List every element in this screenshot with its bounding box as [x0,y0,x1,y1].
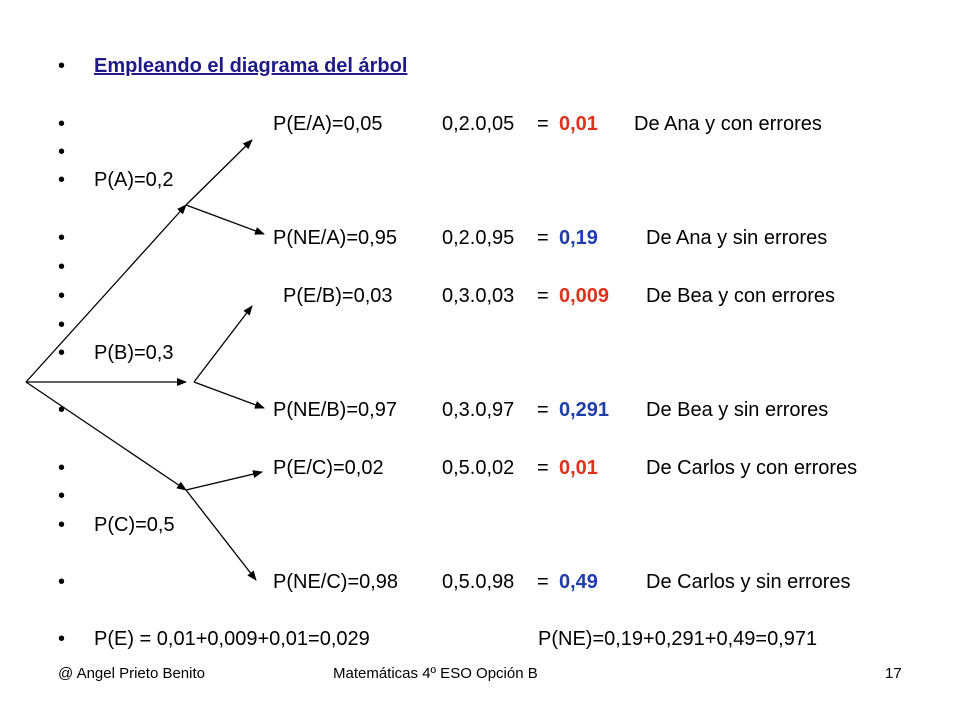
product-calculation: 0,5.0,02 [442,457,515,479]
bullet: • [58,342,66,364]
equals-sign: = [537,457,549,479]
total-probability-error: P(E) = 0,01+0,009+0,01=0,029 [94,628,370,650]
conditional-probability: P(NE/A)=0,95 [273,227,397,249]
bullet: • [58,571,66,593]
tree-line-e-c [185,470,263,491]
bullet: • [58,399,66,421]
bullet: • [58,485,66,507]
tree-line-ne-a [185,204,265,235]
branch-label-c: P(C)=0,5 [94,514,175,536]
result-value: 0,009 [559,285,610,307]
tree-line-ne-b [193,381,265,409]
tree-line-e-b [193,305,253,383]
equals-sign: = [537,571,549,593]
result-value: 0,291 [559,399,610,421]
outcome-description: De Ana y sin errores [646,227,828,249]
equals-sign: = [537,399,549,421]
bullet: • [58,141,66,163]
result-value: 0,01 [559,113,598,135]
equals-sign: = [537,227,549,249]
footer-author: @ Angel Prieto Benito [58,665,205,682]
conditional-probability: P(E/B)=0,03 [283,285,393,307]
tree-line-e-a [185,139,253,206]
product-calculation: 0,2.0,95 [442,227,515,249]
product-calculation: 0,3.0,03 [442,285,515,307]
equals-sign: = [537,113,549,135]
footer-course: Matemáticas 4º ESO Opción B [333,665,538,682]
bullet: • [58,314,66,336]
result-value: 0,49 [559,571,598,593]
bullet: • [58,285,66,307]
outcome-description: De Ana y con errores [634,113,822,135]
tree-branch-c-line [25,381,187,491]
product-calculation: 0,5.0,98 [442,571,515,593]
conditional-probability: P(E/A)=0,05 [273,113,383,135]
result-value: 0,19 [559,227,598,249]
bullet: • [58,457,66,479]
branch-label-b: P(B)=0,3 [94,342,174,364]
outcome-description: De Bea y con errores [646,285,835,307]
conditional-probability: P(E/C)=0,02 [273,457,384,479]
tree-line-ne-c [185,489,257,581]
outcome-description: De Carlos y con errores [646,457,858,479]
total-probability-no-error: P(NE)=0,19+0,291+0,49=0,971 [538,628,818,650]
conditional-probability: P(NE/C)=0,98 [273,571,399,593]
branch-label-a: P(A)=0,2 [94,169,174,191]
equals-sign: = [537,285,549,307]
conditional-probability: P(NE/B)=0,97 [273,399,397,421]
footer-page-number: 17 [885,665,902,682]
product-calculation: 0,3.0,97 [442,399,515,421]
bullet: • [58,113,66,135]
slide-title: Empleando el diagrama del árbol [94,55,408,77]
bullet: • [58,256,66,278]
outcome-description: De Carlos y sin errores [646,571,851,593]
bullet: • [58,169,66,191]
bullet: • [58,514,66,536]
bullet: • [58,227,66,249]
bullet: • [58,628,66,650]
product-calculation: 0,2.0,05 [442,113,515,135]
result-value: 0,01 [559,457,598,479]
bullet: • [58,55,66,77]
outcome-description: De Bea y sin errores [646,399,829,421]
